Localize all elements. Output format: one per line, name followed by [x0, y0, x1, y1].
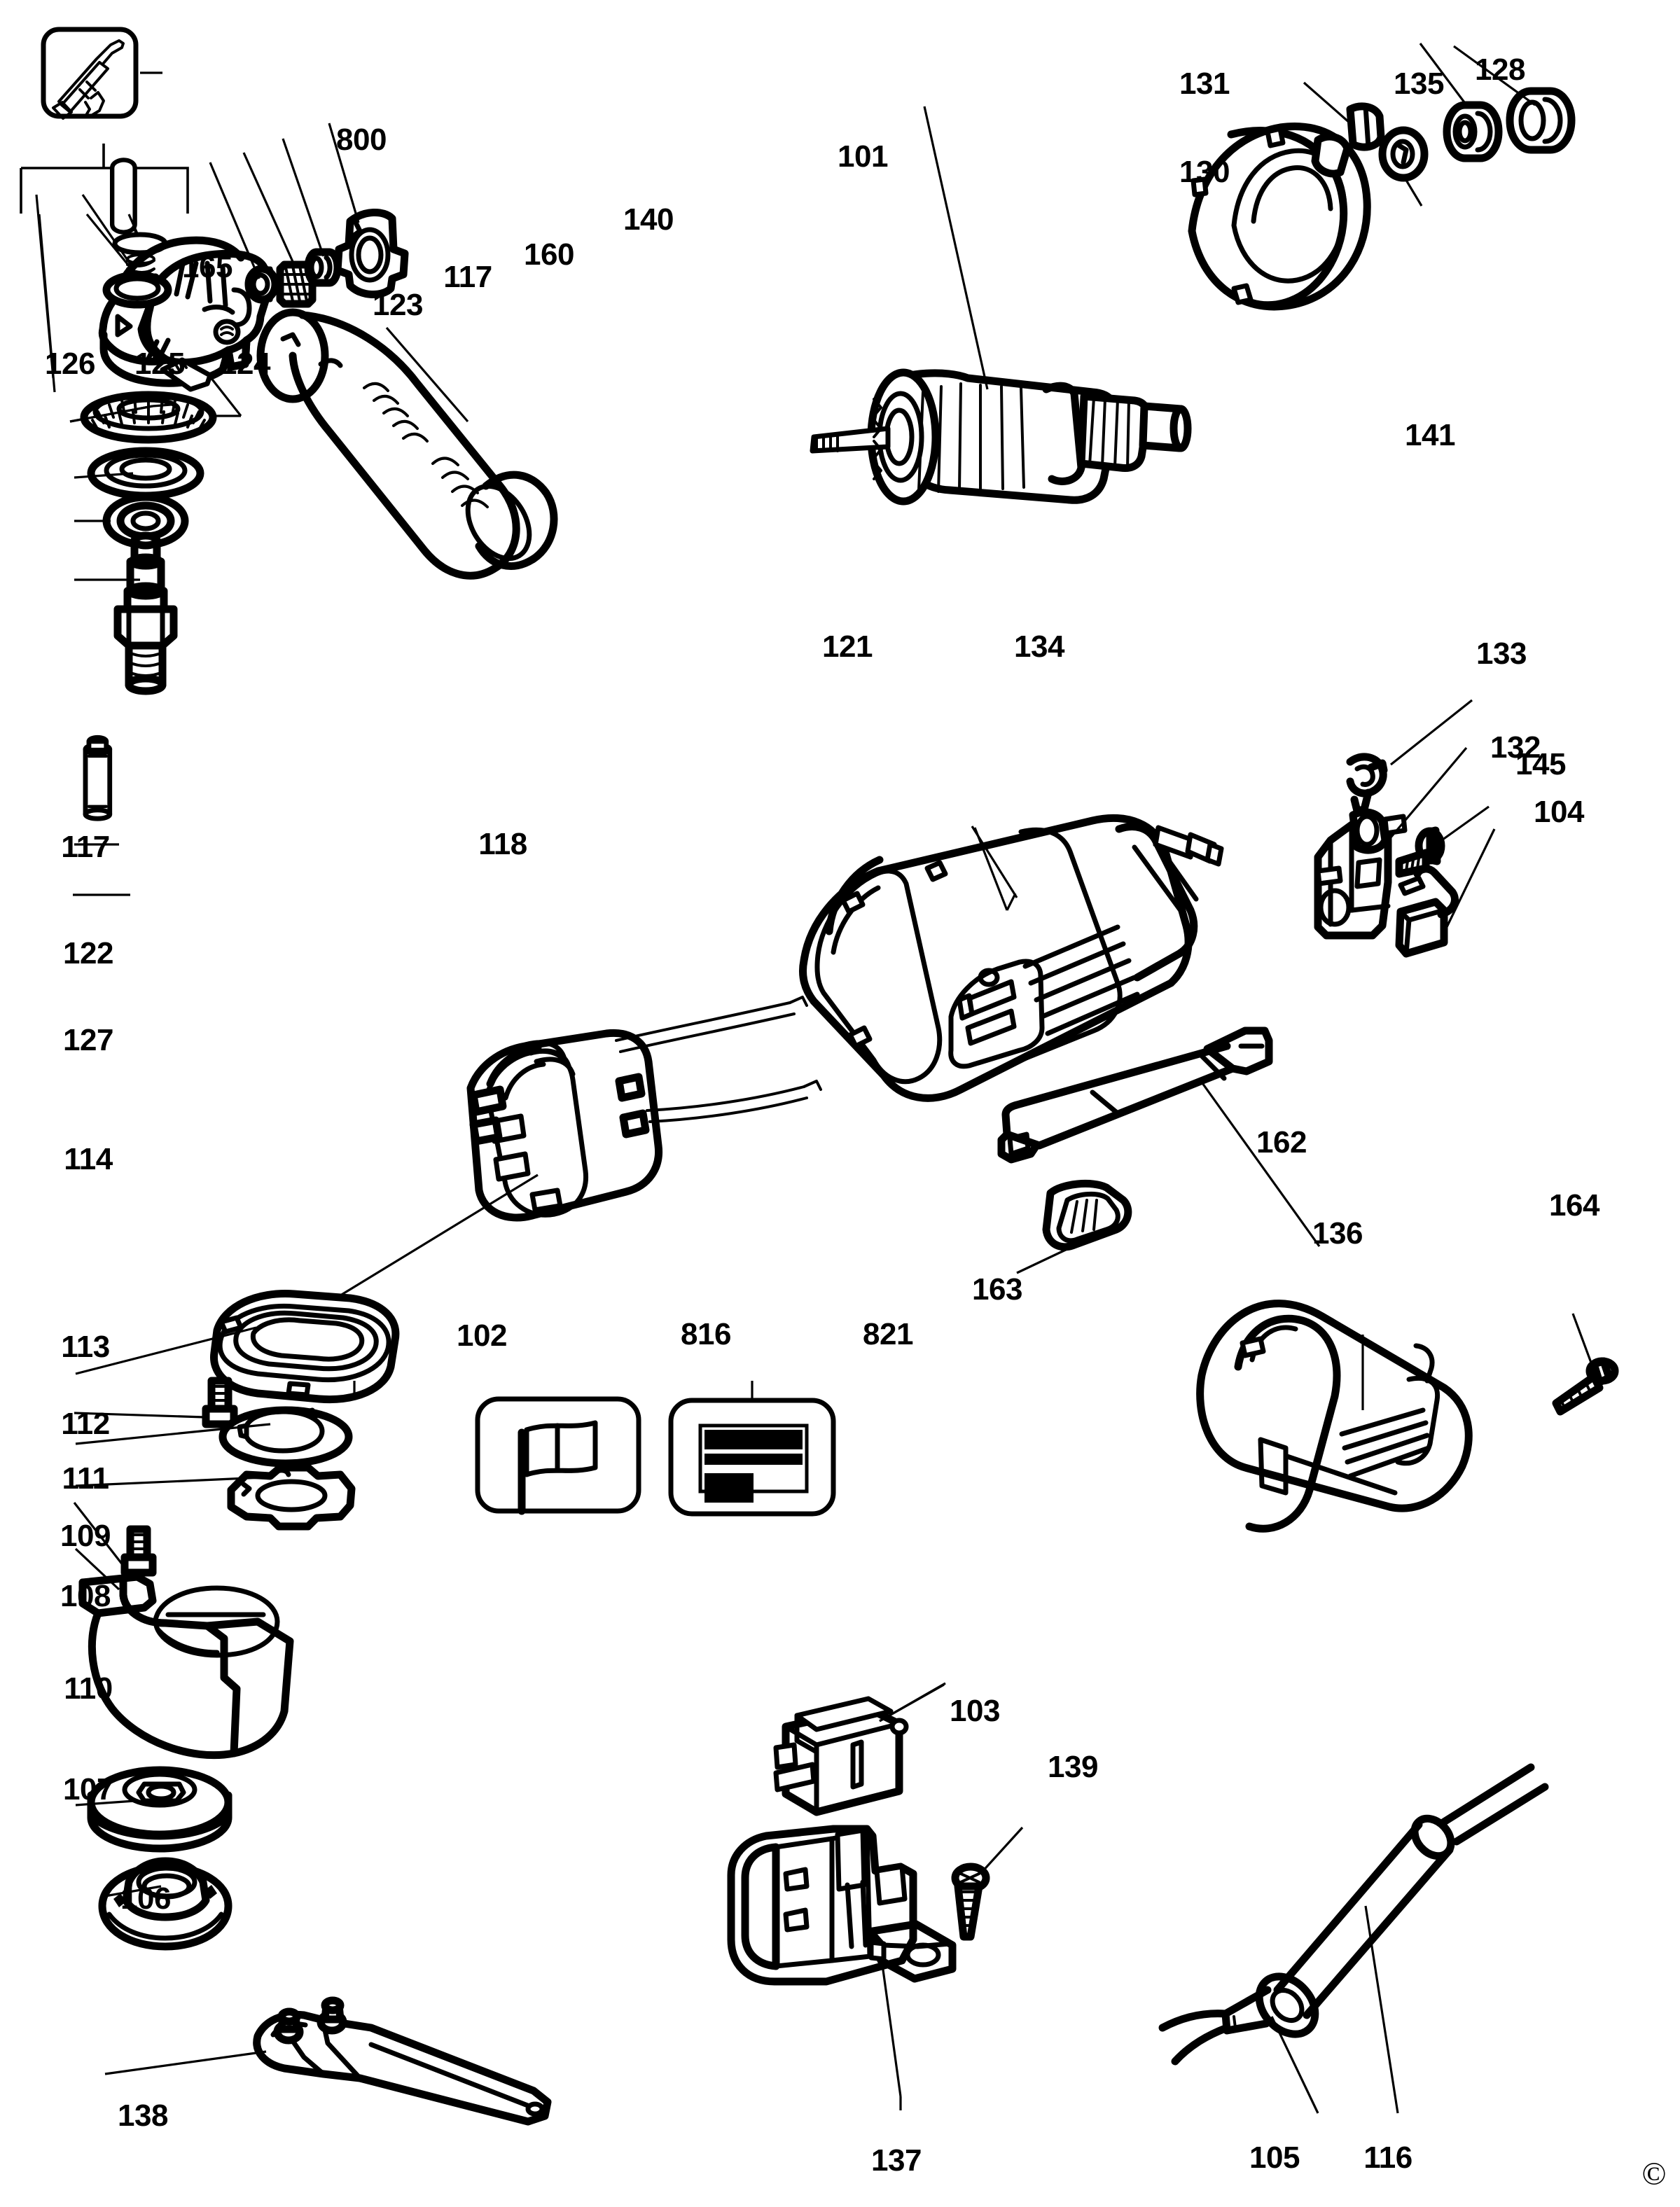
copyright-mark: © [1641, 2155, 1667, 2192]
part-821-label-nameplate [668, 1381, 836, 1517]
callout-821: 821 [863, 1317, 913, 1351]
callout-127: 127 [63, 1023, 113, 1057]
callout-140: 140 [623, 202, 674, 237]
callout-131: 131 [1179, 67, 1230, 101]
part-106-clamp-nut [98, 1857, 232, 1951]
lead-134 [971, 826, 1018, 898]
callout-107: 107 [63, 1772, 113, 1806]
callout-133: 133 [1476, 636, 1527, 671]
callout-103: 103 [950, 1694, 1000, 1728]
callout-145: 145 [1515, 747, 1566, 781]
callout-104: 104 [1534, 795, 1584, 829]
part-117-bevel-gear [69, 391, 217, 444]
callout-108: 108 [60, 1579, 111, 1613]
callout-116: 116 [1363, 2140, 1412, 2175]
part-162-lever-bar [997, 1026, 1321, 1247]
callout-117-pinion: 117 [443, 260, 492, 294]
callout-126: 126 [45, 347, 95, 381]
part-130-bearing-cap [1303, 81, 1385, 151]
part-122-seal-ring [74, 447, 204, 500]
callout-105: 105 [1249, 2140, 1300, 2175]
part-121-side-handle [256, 308, 558, 580]
part-134-motor-housing [799, 814, 1224, 1102]
callout-800: 800 [336, 123, 387, 157]
part-163-switch-button [1016, 1179, 1132, 1274]
callout-109: 109 [60, 1519, 111, 1553]
part-128-retainer-ring [1453, 45, 1576, 154]
gearcase-housing [98, 236, 274, 387]
part-140-baffle-plate [328, 123, 409, 299]
callout-106: 106 [120, 1881, 171, 1916]
callout-102: 102 [457, 1318, 507, 1353]
callout-164: 164 [1549, 1188, 1599, 1223]
callout-118: 118 [478, 827, 527, 861]
part-139-screw [951, 1826, 1024, 1941]
part-102-field-coil [246, 996, 822, 1356]
callout-111: 111 [62, 1461, 109, 1496]
callout-160: 160 [524, 237, 574, 272]
callout-101: 101 [838, 139, 888, 174]
part-112-screw [74, 1377, 238, 1428]
part-116-power-cord [1273, 1763, 1549, 2114]
part-101-armature [810, 106, 1192, 506]
part-135-ball-bearing [1419, 43, 1503, 162]
part-133-brush-spring [1346, 699, 1473, 815]
part-103-switch [773, 1682, 946, 1816]
leads-upper-left [38, 213, 140, 393]
part-105-strain-relief [1158, 1972, 1319, 2114]
part-113-cover-plate [75, 1290, 400, 1404]
part-800-inset [41, 27, 162, 120]
callout-114: 114 [64, 1142, 113, 1176]
callout-137: 137 [871, 2143, 922, 2178]
callout-leads [73, 843, 130, 896]
callout-132: 132 [1490, 730, 1541, 765]
part-109-clamp-plate [75, 1463, 356, 1531]
part-137-switch-housing [727, 1825, 957, 2110]
part-118-screw [160, 357, 242, 417]
callout-141: 141 [1405, 418, 1455, 452]
callout-110: 110 [64, 1671, 113, 1706]
part-145-screw [1395, 805, 1490, 878]
callout-124: 124 [220, 347, 270, 381]
callout-165: 165 [182, 250, 232, 284]
part-107-inner-flange [75, 1766, 232, 1853]
part-111-retaining-ring [75, 1406, 353, 1468]
part-104-carbon-brush [1395, 828, 1496, 958]
callout-138: 138 [118, 2098, 168, 2133]
part-108-screw [73, 1502, 157, 1577]
callout-123: 123 [373, 288, 423, 322]
callout-128: 128 [1475, 53, 1525, 87]
callout-112: 112 [61, 1407, 110, 1441]
part-141-washer [1378, 126, 1429, 207]
part-123-washer [209, 162, 279, 304]
callout-135: 135 [1394, 67, 1444, 101]
callout-122: 122 [63, 936, 113, 970]
part-117-pin [69, 158, 153, 821]
part-127-ball-bearing [74, 493, 189, 549]
callout-162: 162 [1256, 1125, 1307, 1160]
callout-134: 134 [1014, 629, 1064, 664]
part-816-label-flag [353, 1381, 641, 1515]
callout-117-bevel: 117 [61, 830, 110, 864]
callout-139: 139 [1048, 1750, 1098, 1784]
part-110-wheel-guard [74, 1547, 294, 1760]
part-114-spindle [74, 531, 178, 695]
callout-113: 113 [61, 1330, 110, 1364]
callout-163: 163 [972, 1272, 1022, 1307]
callout-816: 816 [681, 1317, 731, 1351]
part-132-brush-holder [1314, 746, 1468, 940]
part-138-spanner-wrench [104, 1996, 552, 2126]
callout-125: 125 [134, 347, 185, 381]
part-160-bearing [282, 138, 342, 287]
part-136-end-cap [1196, 1300, 1473, 1533]
gearcase-ring-assembly [1188, 123, 1371, 311]
callout-130: 130 [1179, 155, 1230, 189]
part-164-screw [1552, 1313, 1619, 1416]
callout-136: 136 [1312, 1216, 1363, 1251]
callout-121: 121 [822, 629, 873, 664]
